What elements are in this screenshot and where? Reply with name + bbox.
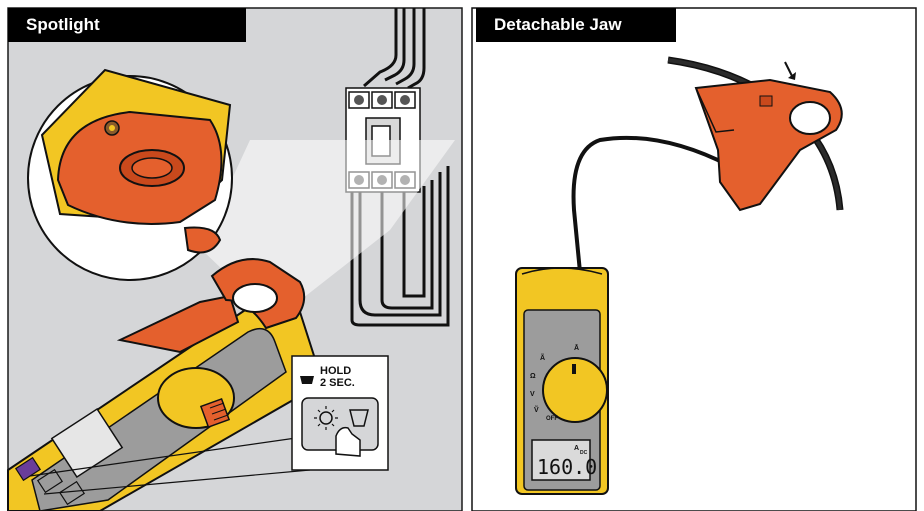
detachable-jaw-title: Detachable Jaw xyxy=(476,8,676,42)
svg-text:V: V xyxy=(530,391,535,398)
spotlight-title: Spotlight xyxy=(8,8,246,42)
spotlight-zoom xyxy=(27,68,455,320)
hold-label-line1: HOLD xyxy=(320,365,351,377)
finger-icon xyxy=(335,426,361,457)
load-cables xyxy=(350,166,450,327)
clamp-meter-right: OFF Ā Ã Ω V Ṽ A DC 160.0 xyxy=(515,267,609,495)
detachable-jaw xyxy=(694,61,843,212)
holster-icon xyxy=(300,376,314,384)
lcd-unit: A xyxy=(574,445,579,452)
dial-off-label: OFF xyxy=(546,416,558,422)
svg-text:Ṽ: Ṽ xyxy=(534,405,539,414)
svg-text:Ω: Ω xyxy=(530,373,536,380)
jaw-lead-cable xyxy=(571,135,731,273)
left-panel: HOLD 2 SEC. xyxy=(7,7,463,511)
lcd-mode: DC xyxy=(580,450,588,456)
hold-label-line2: 2 SEC. xyxy=(320,377,355,389)
hold-button-callout: HOLD 2 SEC. xyxy=(291,355,389,471)
svg-text:Ā: Ā xyxy=(574,344,579,352)
lcd-reading: 160.0 xyxy=(537,455,597,479)
right-panel: OFF Ā Ã Ω V Ṽ A DC 160.0 xyxy=(471,7,917,511)
clamp-meter-left xyxy=(7,258,318,511)
rotary-dial xyxy=(542,357,608,423)
svg-text:Ã: Ã xyxy=(540,353,545,362)
supply-cables xyxy=(363,8,426,90)
sun-icon xyxy=(319,411,333,425)
lcd-display xyxy=(531,439,591,481)
